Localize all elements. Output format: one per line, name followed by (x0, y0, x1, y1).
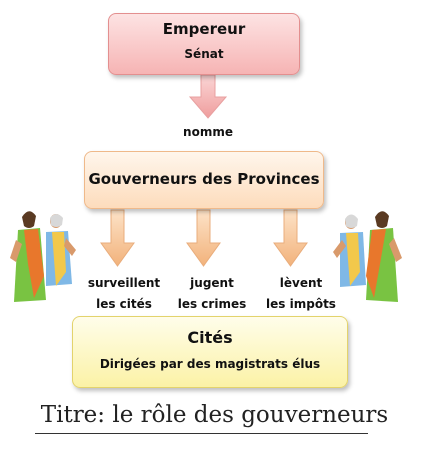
cities-label: Cités (187, 328, 233, 347)
cities-description: Dirigées par des magistrats élus (99, 357, 321, 371)
role-oversee: surveillent les cités (80, 273, 168, 315)
role-object: les impôts (266, 297, 336, 311)
emperor-label: Empereur (162, 20, 246, 38)
arrow-down-icon (186, 209, 221, 267)
role-object: les crimes (177, 297, 247, 311)
roman-figures-left-icon (10, 211, 76, 302)
arrow-down-icon (100, 209, 135, 267)
governors-label: Gouverneurs des Provinces (88, 170, 320, 188)
senate-label: Sénat (184, 47, 224, 61)
role-verb: surveillent (87, 276, 161, 290)
cities-box: Cités Dirigées par des magistrats élus (72, 316, 348, 388)
role-taxes: lèvent les impôts (256, 273, 346, 315)
emperor-senate-box: Empereur Sénat (108, 13, 300, 75)
arrow-down-icon (188, 74, 228, 119)
page-title: Titre: le rôle des gouverneurs (40, 402, 389, 428)
role-verb: lèvent (279, 276, 323, 290)
roman-figures-right-icon (333, 211, 402, 302)
role-object: les cités (96, 297, 152, 311)
arrow-down-icon (273, 209, 308, 267)
title-underline (35, 433, 368, 434)
role-judge: jugent les crimes (172, 273, 252, 315)
governors-box: Gouverneurs des Provinces (84, 151, 324, 209)
appoints-label: nomme (183, 125, 233, 139)
role-verb: jugent (190, 276, 234, 290)
